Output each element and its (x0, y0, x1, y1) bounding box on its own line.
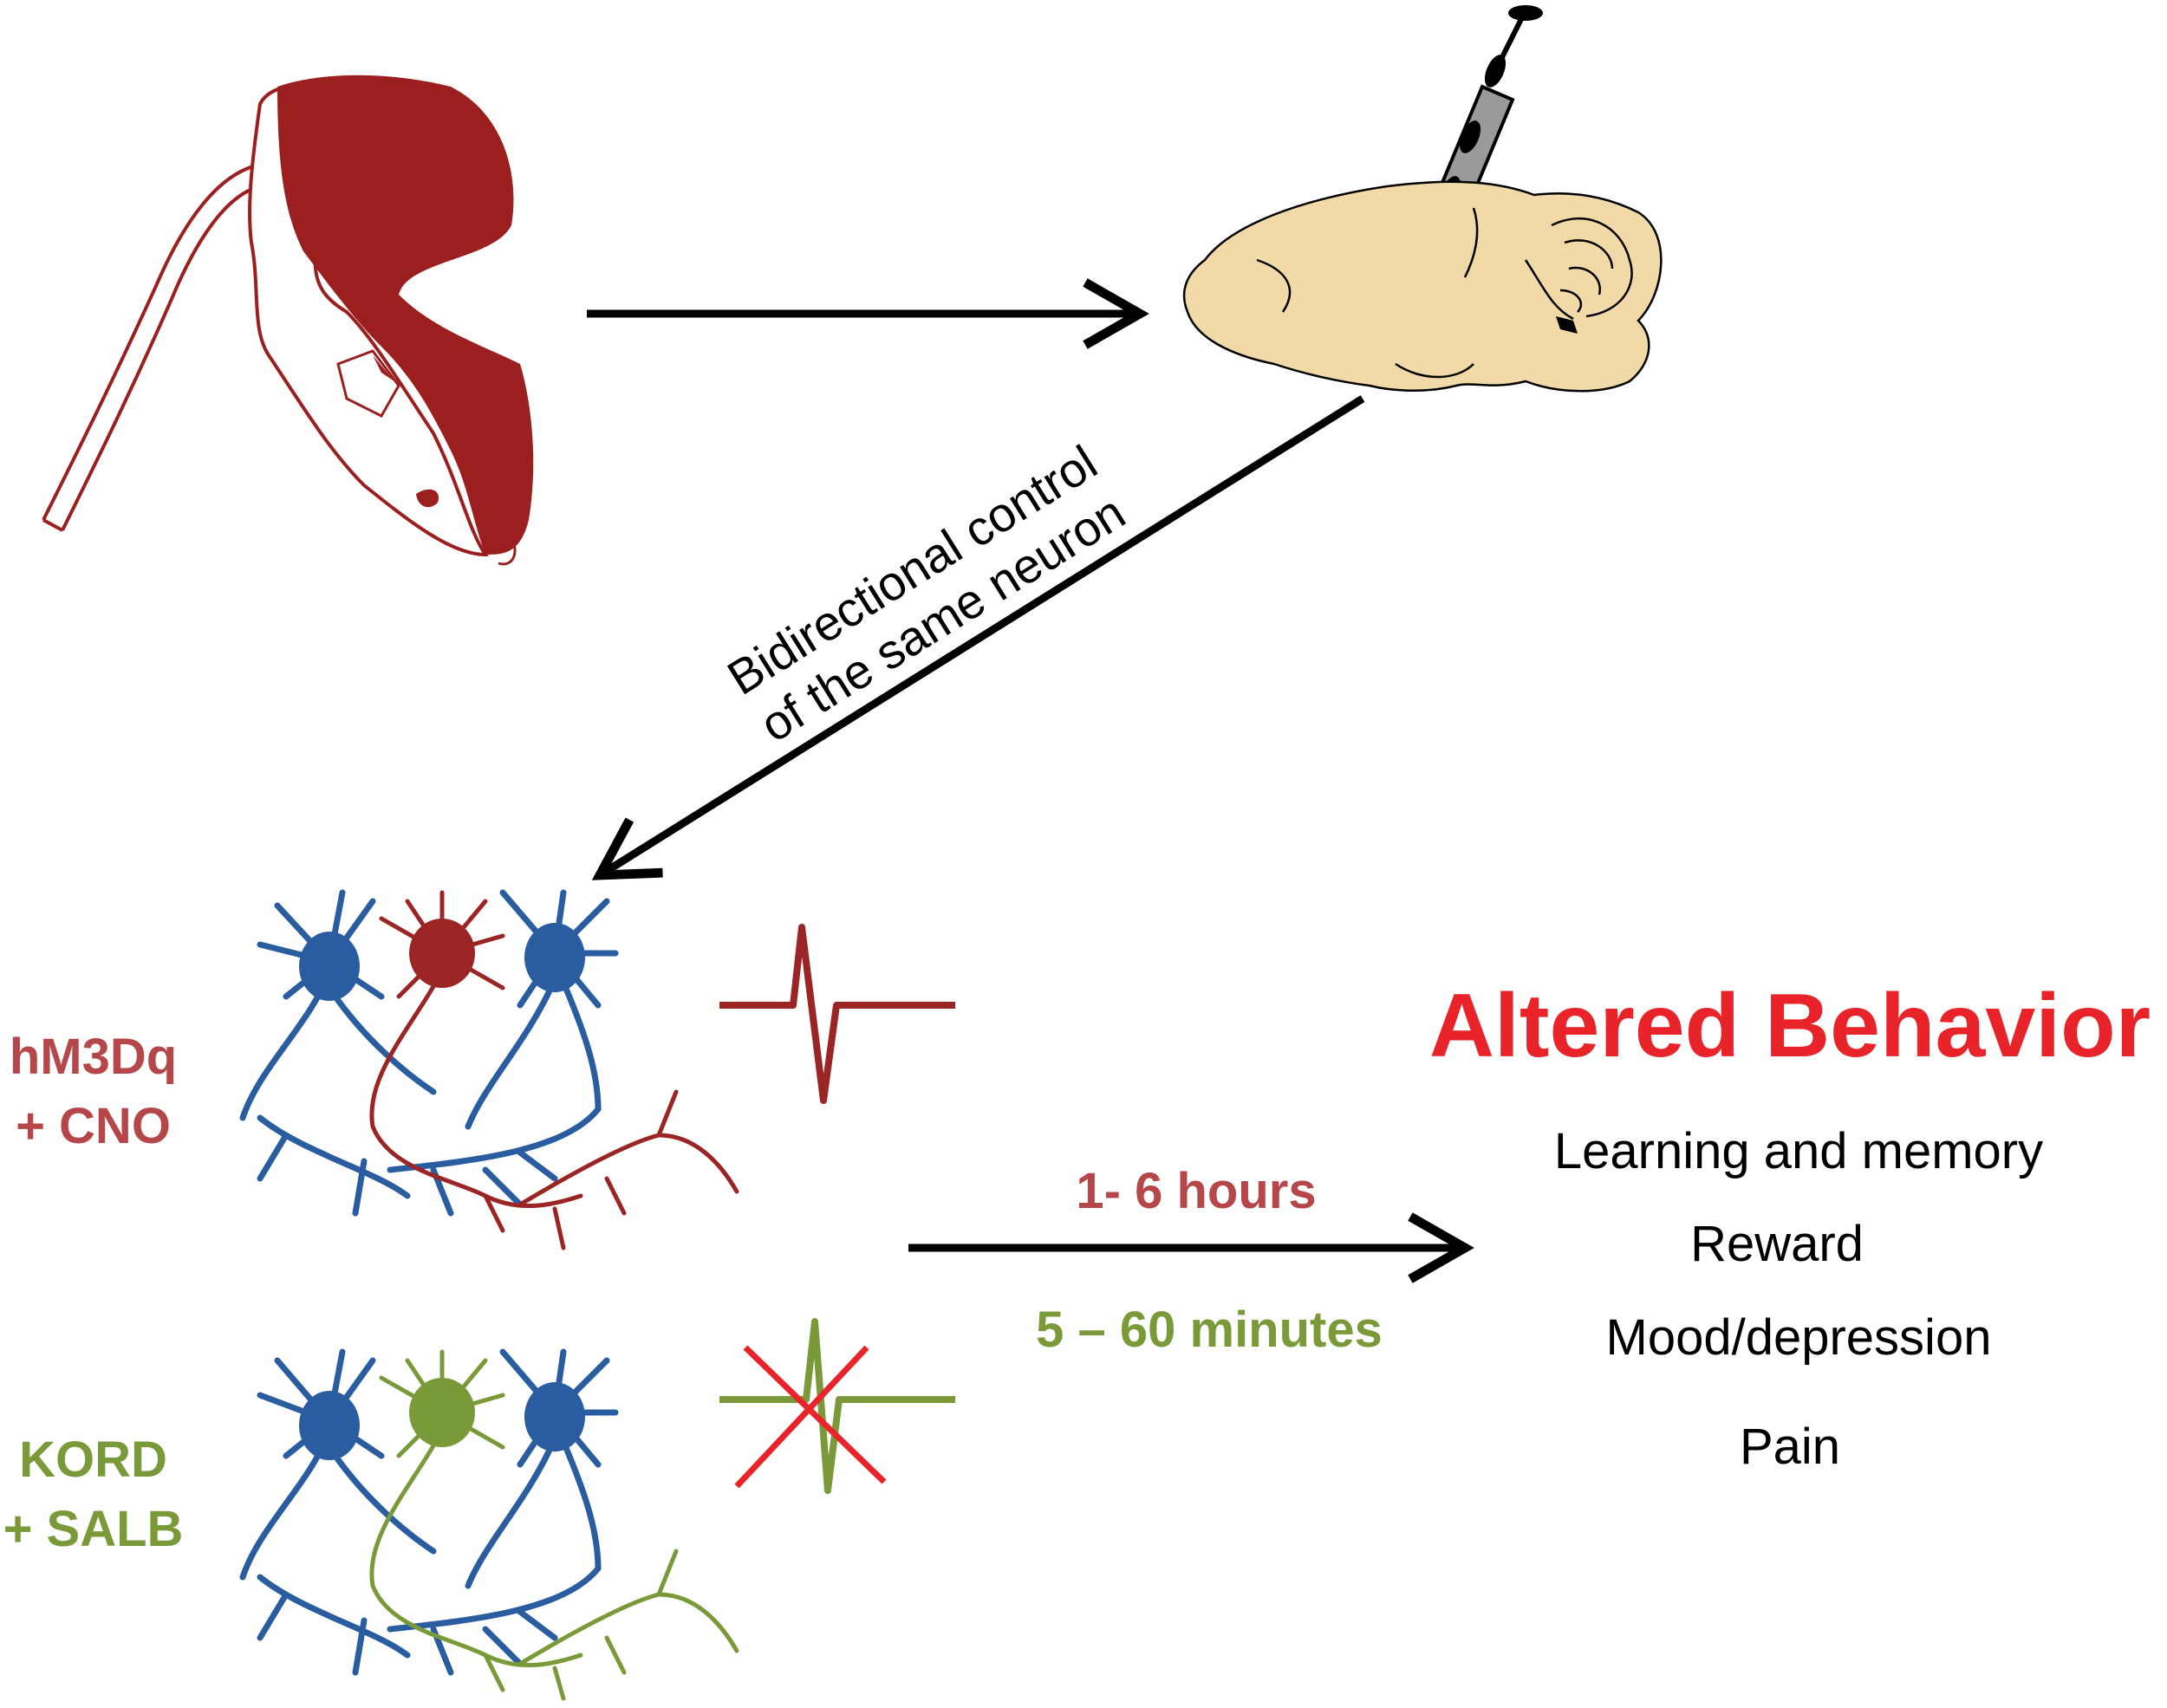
inhibitory-label: KORD + SALB (0, 1425, 186, 1564)
rat-icon (42, 75, 534, 566)
action-potential-icon (719, 924, 955, 1104)
blocked-spike-icon (719, 1318, 955, 1494)
brain-icon (1182, 180, 1663, 393)
neuron-network-icon (239, 1348, 739, 1701)
outcome-item: Pain (1739, 1419, 1841, 1475)
outcome-item: Learning and memory (1553, 1123, 2044, 1179)
arrow-to-neurons (591, 395, 1365, 880)
duration-inhibitory: 5 – 60 minutes (1036, 1302, 1383, 1358)
inhibitory-label-line1: KORD (19, 1432, 167, 1488)
excitatory-label-line2: + CNO (16, 1098, 171, 1154)
excitatory-label-line1: hM3Dq (9, 1029, 178, 1085)
inhibitory-label-line2: + SALB (3, 1501, 184, 1557)
outcome-title: Altered Behavior (1428, 976, 2151, 1076)
outcome-item: Reward (1690, 1216, 1864, 1272)
outcome-item: Mood/depression (1605, 1309, 1992, 1366)
excitatory-label: hM3Dq + CNO (0, 1023, 186, 1161)
duration-excitatory: 1- 6 hours (1076, 1163, 1317, 1219)
neuron-network-icon (239, 889, 739, 1250)
